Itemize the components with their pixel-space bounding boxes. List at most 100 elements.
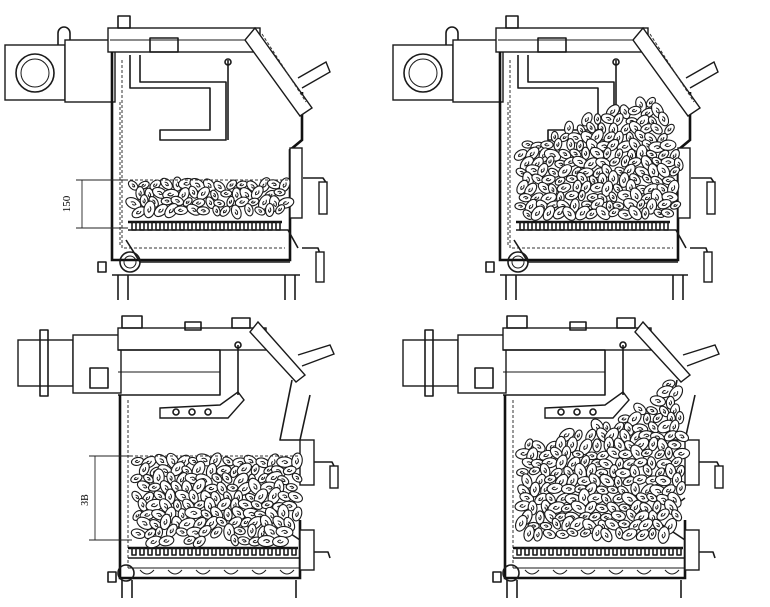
- grate-tooth: [620, 547, 626, 556]
- fuel-piece: [650, 122, 663, 135]
- fuel-piece: [593, 113, 602, 125]
- fuel-piece-curl: [617, 530, 621, 536]
- top-cover: [502, 327, 652, 351]
- fuel-piece-curl: [558, 441, 563, 448]
- fuel-piece-curl: [567, 210, 572, 217]
- fuel-piece-curl: [247, 207, 251, 213]
- fuel-piece: [514, 514, 528, 532]
- fuel-piece: [560, 483, 577, 495]
- baffle-hole: [204, 408, 212, 416]
- fuel-piece-curl: [223, 192, 229, 195]
- fuel-piece-curl: [282, 201, 290, 205]
- fuel-piece-curl: [263, 539, 271, 544]
- fuel-piece-curl: [250, 200, 256, 204]
- fuel-piece: [183, 535, 196, 545]
- fuel-piece-curl: [592, 515, 598, 519]
- top-plate-detail: [149, 37, 179, 53]
- ash-pan-rib: [580, 569, 596, 575]
- fuel-piece-curl: [589, 212, 595, 216]
- fuel-piece-curl: [555, 521, 559, 527]
- fuel-piece-curl: [153, 183, 158, 187]
- fuel-piece: [226, 179, 238, 190]
- grate-tooth: [291, 547, 297, 556]
- fuel-piece-curl: [558, 515, 564, 519]
- fuel-piece-curl: [580, 175, 585, 181]
- fuel-load: [125, 176, 295, 220]
- fuel-piece-curl: [135, 531, 142, 536]
- fuel-piece-curl: [660, 187, 666, 192]
- fuel-piece-curl: [551, 486, 559, 491]
- fuel-piece-curl: [616, 186, 620, 191]
- fuel-piece-curl: [633, 176, 638, 182]
- fuel-piece-curl: [610, 143, 616, 148]
- fuel-piece: [230, 204, 242, 220]
- ash-door-grip: [703, 251, 713, 283]
- fuel-piece-curl: [131, 183, 136, 188]
- fuel-piece-curl: [229, 183, 234, 187]
- fuel-piece-curl: [605, 151, 609, 156]
- grate-tooth: [179, 547, 185, 556]
- fuel-piece-curl: [582, 514, 588, 518]
- fuel-piece-curl: [633, 504, 638, 511]
- fuel-piece-curl: [553, 472, 559, 476]
- fuel-piece-curl: [634, 435, 640, 441]
- fuel-piece-curl: [671, 185, 676, 192]
- fuel-piece-curl: [181, 512, 185, 519]
- fuel-piece-curl: [617, 461, 622, 467]
- fuel-piece-curl: [281, 460, 289, 465]
- fuel-piece-curl: [252, 539, 259, 544]
- fuel-piece-curl: [644, 127, 650, 131]
- fuel-piece-curl: [584, 116, 589, 123]
- fuel-piece-curl: [621, 417, 627, 421]
- grate-tooth: [572, 547, 578, 556]
- fuel-piece-curl: [147, 206, 152, 214]
- fuel-piece-curl: [135, 513, 140, 518]
- fuel-piece-curl: [648, 100, 653, 105]
- fuel-piece-curl: [581, 479, 588, 484]
- fuel-piece-curl: [569, 177, 575, 181]
- ash-pan-rib: [279, 569, 295, 575]
- fuel-piece-curl: [547, 532, 553, 536]
- fuel-piece-curl: [576, 505, 582, 510]
- fuel-piece-curl: [616, 117, 621, 123]
- fuel-piece-curl: [518, 204, 524, 208]
- fuel-piece-curl: [665, 179, 671, 183]
- grate-tooth: [580, 547, 586, 556]
- fuel-piece-curl: [583, 531, 588, 535]
- side-door-grip: [714, 465, 724, 489]
- fuel-piece: [220, 189, 233, 198]
- fuel-piece-curl: [638, 515, 645, 520]
- water-jacket-line: [121, 60, 285, 249]
- fuel-piece-curl: [605, 116, 612, 121]
- fuel-piece-curl: [675, 512, 679, 518]
- fuel-piece-curl: [258, 493, 264, 500]
- water-jacket-line: [509, 60, 673, 249]
- fuel-piece-curl: [185, 468, 190, 473]
- flue-damper: [39, 329, 49, 397]
- fuel-piece-curl: [196, 540, 202, 544]
- flue-pipe: [17, 339, 74, 387]
- grate-tooth: [532, 547, 538, 556]
- fuel-piece-curl: [579, 210, 586, 216]
- fuel-piece-curl: [214, 530, 219, 535]
- fuel-piece-curl: [254, 190, 260, 196]
- fuel-piece-curl: [221, 502, 227, 507]
- fuel-piece-curl: [524, 161, 530, 167]
- fuel-piece-curl: [649, 152, 654, 156]
- ash-pan-rib: [608, 569, 624, 575]
- fuel-piece: [562, 206, 577, 221]
- grate-tooth: [644, 547, 650, 556]
- fuel-piece-curl: [243, 520, 249, 525]
- fuel-piece-curl: [639, 101, 643, 108]
- fuel-piece-curl: [527, 442, 531, 447]
- fuel-piece-curl: [667, 127, 672, 132]
- fuel-piece: [221, 472, 233, 484]
- fuel-piece-curl: [565, 487, 573, 491]
- ash-door-handle: [699, 551, 716, 559]
- fuel-piece-curl: [660, 478, 667, 483]
- grate-tooth: [588, 547, 594, 556]
- fuel-piece-curl: [588, 433, 593, 439]
- fuel-piece-curl: [168, 208, 174, 214]
- cleanout-port: [502, 564, 520, 582]
- loading-door-insulation: [649, 33, 695, 103]
